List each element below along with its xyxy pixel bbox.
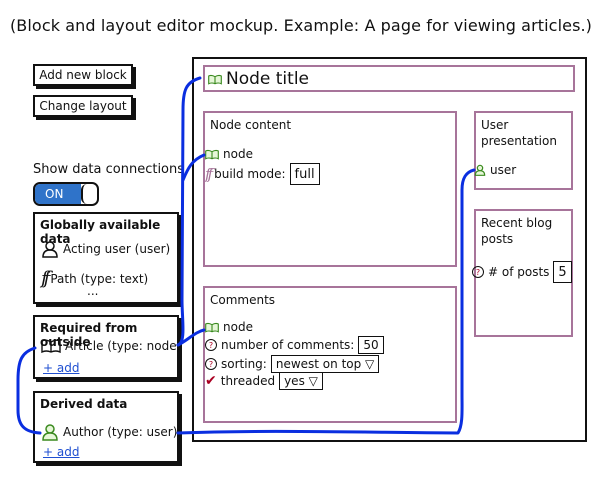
sorting-label: sorting:: [221, 357, 267, 371]
required-item-article[interactable]: Article (type: node): [41, 339, 181, 353]
comment-count-field[interactable]: 50: [358, 336, 384, 354]
comment-count-row: ? number of comments: 50: [205, 336, 384, 354]
question-icon: ?: [205, 339, 217, 351]
toggle-on-label: ON: [35, 184, 81, 204]
node-title-row: Node title: [208, 69, 309, 89]
node-content-node-input[interactable]: node: [205, 147, 253, 161]
threaded-row: ✔ threaded yes ▽: [205, 372, 323, 390]
user-icon: [41, 240, 59, 258]
threaded-label: threaded: [220, 374, 276, 388]
user-input-label: user: [490, 163, 517, 177]
global-data-title: Globally available data: [40, 218, 161, 246]
required-item-label: Article (type: node): [65, 339, 182, 353]
add-required-link[interactable]: + add: [43, 361, 80, 375]
build-mode-row: ff build mode: full: [205, 163, 320, 185]
posts-count-row: ? # of posts 5: [472, 261, 572, 283]
global-item-label: Acting user (user): [63, 242, 171, 256]
build-mode-label: build mode:: [214, 167, 286, 181]
recent-posts-region[interactable]: Recent blog posts ? # of posts 5: [472, 209, 573, 337]
page-title: (Block and layout editor mockup. Example…: [9, 16, 593, 35]
comment-count-label: number of comments:: [221, 338, 355, 352]
book-icon: [205, 149, 219, 160]
check-icon: ✔: [205, 373, 217, 389]
node-content-region[interactable]: Node content node ff build mode: full: [203, 111, 457, 267]
posts-count-field[interactable]: 5: [553, 261, 572, 283]
node-input-label: node: [223, 147, 253, 161]
global-item-acting-user[interactable]: Acting user (user): [41, 240, 170, 258]
user-presentation-title: User presentation: [481, 118, 557, 148]
toggle-knob[interactable]: [81, 184, 97, 204]
derived-data-panel: Derived data Author (type: user) + add: [33, 391, 179, 463]
global-data-panel: Globally available data Acting user (use…: [33, 212, 179, 304]
sorting-row: ? sorting: newest on top ▽: [205, 355, 380, 373]
text-icon: ff: [205, 165, 213, 183]
user-presentation-region[interactable]: User presentation user: [474, 111, 573, 190]
show-connections-label: Show data connections: [33, 162, 185, 177]
threaded-select[interactable]: yes ▽: [279, 372, 323, 390]
comments-node-label: node: [223, 320, 253, 334]
derived-data-title: Derived data: [40, 397, 128, 411]
global-item-label: Path (type: text): [50, 271, 149, 286]
derived-item-label: Author (type: user): [63, 425, 178, 439]
user-icon: [41, 423, 59, 441]
add-block-button[interactable]: Add new block: [33, 64, 133, 86]
sorting-select[interactable]: newest on top ▽: [270, 355, 380, 373]
connections-toggle[interactable]: ON: [33, 182, 99, 206]
comments-node-input[interactable]: node: [205, 320, 253, 334]
build-mode-field[interactable]: full: [289, 163, 320, 185]
required-data-panel: Required from outside Article (type: nod…: [33, 315, 181, 379]
node-title-label: Node title: [226, 69, 310, 89]
question-icon: ?: [472, 266, 484, 278]
posts-count-label: # of posts: [488, 265, 550, 279]
add-derived-link[interactable]: + add: [43, 445, 80, 459]
required-data-title: Required from outside: [40, 321, 138, 349]
user-presentation-user-input[interactable]: user: [474, 163, 516, 177]
more-items-ellipsis: ...: [87, 284, 99, 298]
node-title-region[interactable]: Node title: [203, 65, 575, 92]
book-icon: [205, 322, 219, 333]
user-icon: [474, 163, 486, 177]
node-content-title: Node content: [210, 118, 292, 132]
comments-region[interactable]: Comments node ? number of comments: 50 ?…: [203, 286, 457, 423]
comments-title: Comments: [210, 293, 276, 307]
derived-item-author[interactable]: Author (type: user): [41, 423, 177, 441]
global-item-path[interactable]: ff Path (type: text): [41, 268, 148, 289]
recent-posts-title: Recent blog posts: [481, 216, 553, 246]
book-icon: [208, 74, 222, 85]
text-icon: ff: [41, 268, 51, 289]
book-icon: [41, 339, 61, 353]
change-layout-button[interactable]: Change layout: [33, 95, 133, 117]
question-icon: ?: [205, 358, 217, 370]
